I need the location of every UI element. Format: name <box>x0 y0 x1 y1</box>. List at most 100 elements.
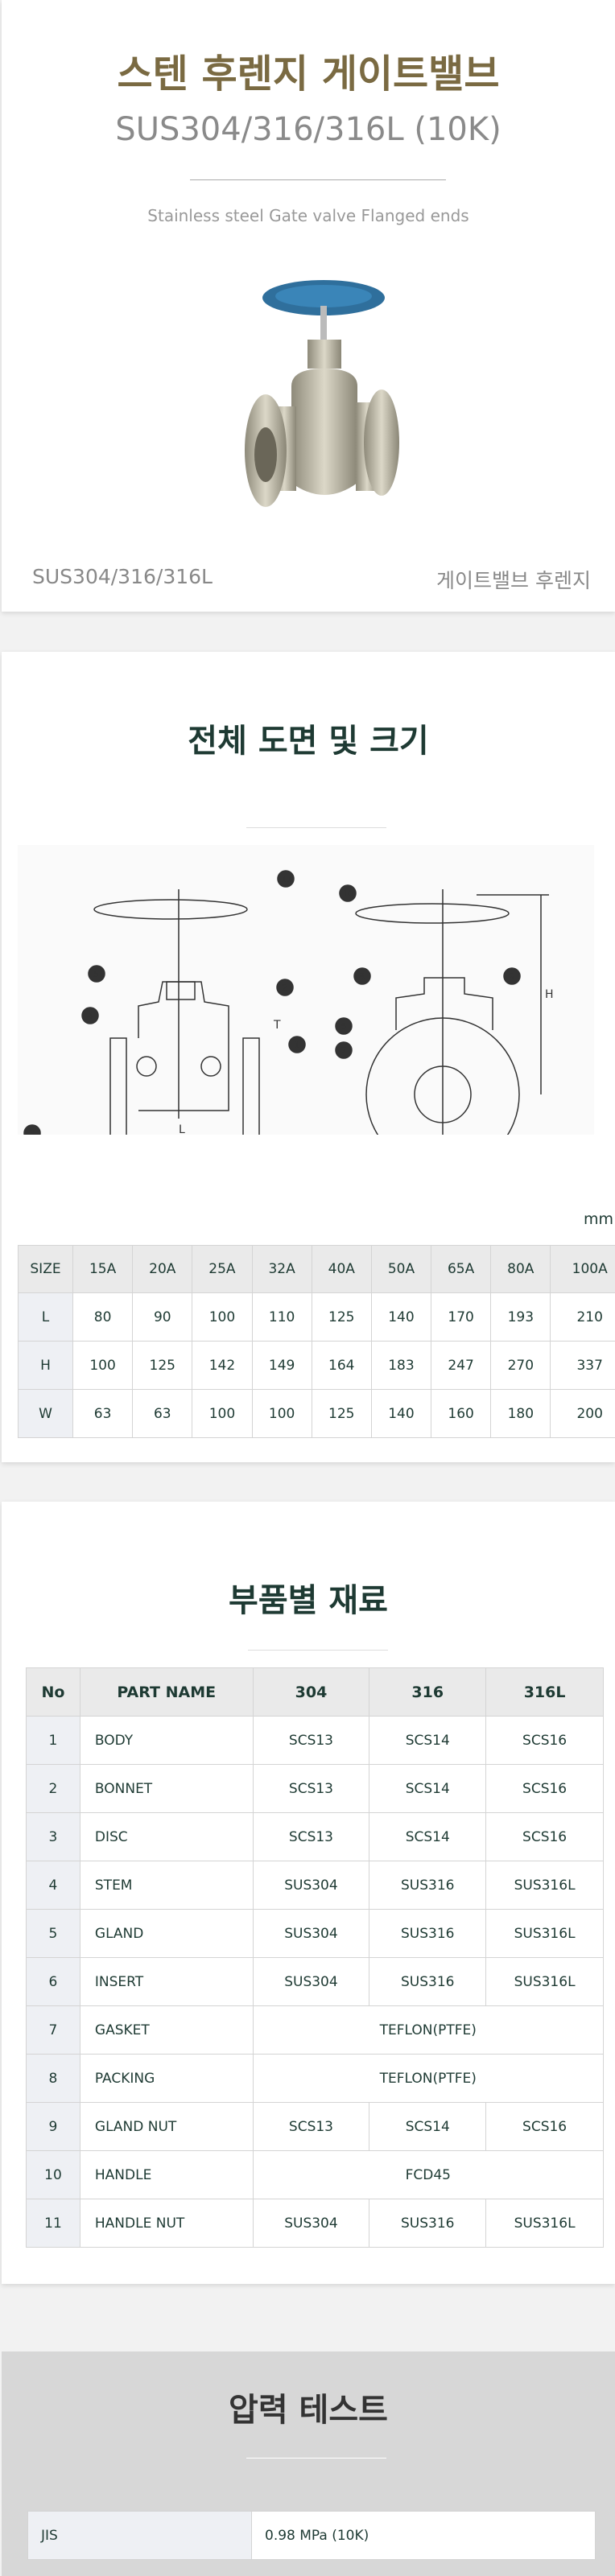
material-cell: SCS16 <box>485 1764 604 1813</box>
table-cell: 125 <box>311 1292 372 1342</box>
table-cell: 100 <box>192 1292 253 1342</box>
part-number-cell: 4 <box>26 1861 80 1910</box>
material-cell: SUS316 <box>369 1957 487 2006</box>
table-cell: 80 <box>72 1292 134 1342</box>
table-cell: 63 <box>132 1389 193 1438</box>
material-cell: SCS14 <box>369 2102 487 2151</box>
material-cell: SCS16 <box>485 2102 604 2151</box>
table-header: 316 <box>369 1667 487 1717</box>
row-header: W <box>18 1389 73 1438</box>
table-header: 80A <box>490 1245 551 1293</box>
section-title: 부품별 재료 <box>229 1582 388 1619</box>
material-cell: SUS316L <box>485 1957 604 2006</box>
part-number-cell: 6 <box>26 1957 80 2006</box>
unit-label: mm <box>583 1210 613 1228</box>
part-name-cell: HANDLE <box>79 2150 254 2199</box>
valve-technical-drawing: L T H 11 5 2 4 1 3 10 8 9 6 7 <box>18 845 594 1135</box>
table-cell: 100 <box>72 1341 134 1390</box>
svg-text:T: T <box>273 1019 281 1032</box>
svg-text:5: 5 <box>93 969 99 979</box>
table-row: JIS 0.98 MPa (10K) <box>27 2511 596 2560</box>
pressure-table: JIS 0.98 MPa (10K) <box>27 2511 596 2560</box>
side-section-view: L T <box>93 889 281 1135</box>
material-cell: SUS304 <box>252 2199 370 2248</box>
table-header: 50A <box>370 1245 432 1293</box>
material-cell: SCS14 <box>369 1764 487 1813</box>
pressure-value-cell: 0.98 MPa (10K) <box>251 2511 596 2560</box>
svg-text:8: 8 <box>359 971 365 982</box>
part-number-cell: 2 <box>26 1764 80 1813</box>
table-cell: 200 <box>550 1389 615 1438</box>
callout-numbers: 11 5 2 4 1 3 10 8 9 6 7 <box>23 870 521 1135</box>
material-cell: SUS316 <box>369 1909 487 1958</box>
material-cell: SUS316L <box>485 2199 604 2248</box>
part-name-cell: GLAND <box>79 1909 254 1958</box>
table-cell: 149 <box>251 1341 312 1390</box>
table-header: 65A <box>431 1245 492 1293</box>
section-title: 전체 도면 및 크기 <box>188 723 429 760</box>
table-header: 25A <box>192 1245 253 1293</box>
table-cell: 183 <box>370 1341 432 1390</box>
part-number-cell: 8 <box>26 2054 80 2103</box>
table-header: 32A <box>251 1245 312 1293</box>
part-name-cell: HANDLE NUT <box>79 2199 254 2248</box>
product-english-name: Stainless steel Gate valve Flanged ends <box>147 206 469 225</box>
table-cell: 125 <box>132 1341 193 1390</box>
material-cell: FCD45 <box>252 2150 605 2199</box>
table-cell: 247 <box>431 1341 492 1390</box>
part-name-cell: STEM <box>79 1861 254 1910</box>
material-cell: SUS316L <box>485 1861 604 1910</box>
table-cell: 337 <box>550 1341 615 1390</box>
table-cell: 100 <box>251 1389 312 1438</box>
part-number-cell: 10 <box>26 2150 80 2199</box>
table-cell: 125 <box>311 1389 372 1438</box>
part-name-cell: PACKING <box>79 2054 254 2103</box>
table-cell: 180 <box>490 1389 551 1438</box>
drawing-card: 전체 도면 및 크기 L T H 11 5 2 4 1 3 10 8 <box>2 652 615 1462</box>
table-header: 316L <box>485 1667 604 1717</box>
pressure-test-section: 압력 테스트 JIS 0.98 MPa (10K) <box>2 2351 615 2576</box>
size-header-row: SIZE 15A 20A 25A 32A 40A 50A 65A 80A 100… <box>18 1245 615 1293</box>
type-label: 게이트밸브 후렌지 <box>436 569 591 592</box>
divider <box>190 179 446 180</box>
table-cell: 210 <box>550 1292 615 1342</box>
material-cell: TEFLON(PTFE) <box>252 2054 605 2103</box>
material-cell: SCS14 <box>369 1812 487 1861</box>
svg-text:10: 10 <box>342 888 353 899</box>
part-number-cell: 11 <box>26 2199 80 2248</box>
gate-valve-photo <box>245 280 399 507</box>
size-table: SIZE 15A 20A 25A 32A 40A 50A 65A 80A 100… <box>18 1245 615 1438</box>
table-cell: 63 <box>72 1389 134 1438</box>
product-title: 스텐 후렌지 게이트밸브 <box>117 52 500 97</box>
divider <box>246 827 386 828</box>
divider <box>246 2458 386 2459</box>
svg-text:L: L <box>179 1123 185 1135</box>
part-name-cell: DISC <box>79 1812 254 1861</box>
table-cell: 170 <box>431 1292 492 1342</box>
material-cell: SUS316 <box>369 1861 487 1910</box>
table-cell: 140 <box>370 1292 432 1342</box>
svg-text:11: 11 <box>281 874 292 884</box>
part-name-cell: GLAND NUT <box>79 2102 254 2151</box>
table-cell: 270 <box>490 1341 551 1390</box>
material-cell: SUS304 <box>252 1861 370 1910</box>
material-cell: SUS304 <box>252 1957 370 2006</box>
table-cell: 160 <box>431 1389 492 1438</box>
table-header: PART NAME <box>79 1667 254 1717</box>
parts-header-row: No PART NAME 304 316 316L <box>26 1667 604 1717</box>
part-name-cell: BONNET <box>79 1764 254 1813</box>
table-header: 20A <box>132 1245 193 1293</box>
table-cell: 140 <box>370 1389 432 1438</box>
table-cell: 142 <box>192 1341 253 1390</box>
svg-text:3: 3 <box>29 1128 35 1135</box>
